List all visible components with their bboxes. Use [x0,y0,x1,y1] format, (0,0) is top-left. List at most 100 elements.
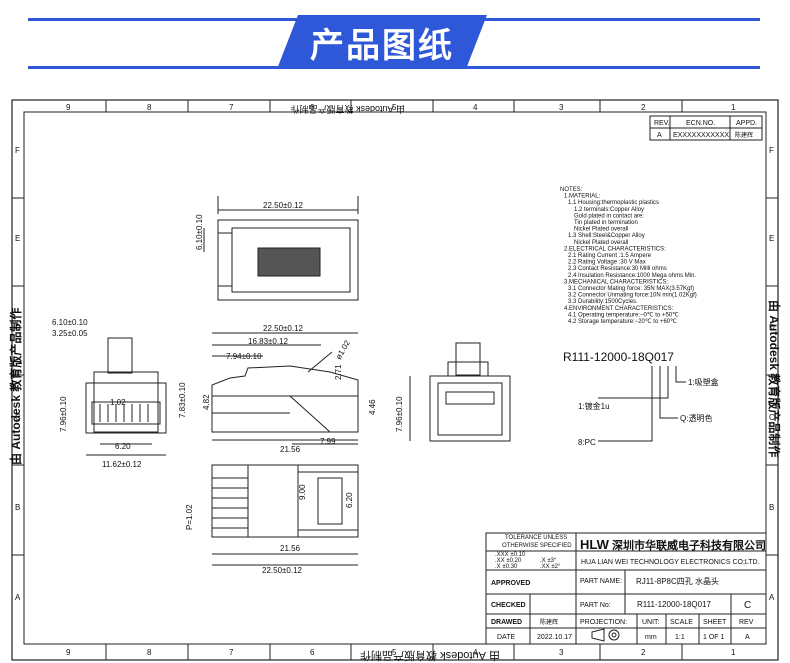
col-label-bottom: 6 [310,648,315,657]
dim-front-w1: 6.10±0.10 [52,318,88,327]
col-label-bottom: 3 [559,648,564,657]
side-view [211,332,359,445]
dim-bottom-900: 9.00 [298,484,307,500]
col-label-top: 9 [66,103,71,112]
company-name-cn: 深圳市华联威电子科技有限公司 [612,538,766,552]
col-label-top: 3 [559,103,564,112]
company-name-en: HUA LIAN WEI TECHNOLOGY ELECTRONICS CO;L… [581,559,760,566]
ecn-header: ECN.NO. [686,120,715,127]
part-code-legend-2: 1:镀金1u [578,401,610,411]
dim-bottom-pitch: P=1.02 [185,504,194,530]
col-label-top: 5 [392,103,397,112]
date-label: DATE [497,634,515,641]
unit-value: mm [645,634,657,641]
tolerance-angle-1: .X ±3° [540,558,557,564]
dim-side-dia: ø1.02 [334,338,352,361]
checked-label: CHECKED [491,602,526,609]
part-no-value: R111-12000-18Q017 [637,600,712,609]
projection-label: PROJECTION: [580,619,627,626]
top-view [203,196,359,301]
tolerance-angle-2: .XX ±2° [540,564,561,570]
row-label-left: C [15,413,21,422]
dim-side-799: 7.99 [320,437,336,446]
row-label-right: F [769,146,774,155]
right-watermark: 由 Autodesk 教育版产品制作 [767,300,782,457]
dim-front-height: 7.96±0.10 [59,396,68,432]
note-line: 1.1 Housing:thermoplastic plastics [568,200,659,206]
date-value: 2022.10.17 [537,634,572,641]
note-line: 2.3 Contact Resistance:30 Milli ohms [568,266,667,272]
scale-value: 1:1 [675,634,685,641]
part-name-label: PART NAME: [580,578,622,585]
appd-value: 陈建辉 [735,131,753,139]
banner-title: 产品图纸 [310,25,454,66]
note-line: 3.MECHANICAL CHARACTERISTICS: [564,279,668,285]
title-block [485,532,767,645]
note-line: 2.4 Insulation Resistance:1000 Mega ohms… [568,273,696,279]
col-label-bottom: 9 [66,648,71,657]
note-line: 1.3 Shell:Steel&Copper Alloy [568,233,645,239]
dim-side-794: 7.94±0.10 [226,352,262,361]
tolerance-title-2: OTHERWISE SPECIFIED [502,543,572,549]
note-line: 3.3 Durability:1500Cycles. [568,299,638,305]
part-code-legend-1: 1:吸塑盒 [688,377,719,387]
rev-header: REV. [654,120,670,127]
outer-frame [11,99,779,661]
row-label-right: D [769,323,775,332]
dim-side-271: 2.71 [334,364,343,380]
drawed-label: DRAWED [491,619,522,626]
col-label-top: 8 [147,103,152,112]
dim-front-pitch: 1.02 [110,398,126,407]
col-label-top: 4 [473,103,478,112]
row-label-right: E [769,234,774,243]
row-label-left: D [15,323,21,332]
part-code: R111-12000-18Q017 [563,350,674,364]
note-line: 2.1 Rating Current :1.5 Ampere [568,253,652,259]
dim-top-length: 22.50±0.12 [263,201,304,210]
top-watermark: 由 Autodesk 教育版产品制作 [290,104,405,115]
unit-label: UNIT: [642,619,660,626]
dim-side-446: 4.46 [368,399,377,415]
dim-bottom-2156: 21.56 [280,544,301,553]
rev-letter: C [744,600,751,611]
note-line: NOTES: [560,187,583,193]
note-line: Nickel Plated overall [574,240,628,246]
col-label-bottom: 4 [473,648,478,657]
note-line: 4.2 Storage temperature:−20℃ to +60℃ [568,319,677,325]
col-label-bottom: 2 [641,648,646,657]
row-label-left: E [15,234,20,243]
inner-frame [23,111,767,645]
row-label-right: C [769,413,775,422]
col-label-bottom: 7 [229,648,234,657]
dim-front-620: 6.20 [115,442,131,451]
dim-bottom-2250: 22.50±0.12 [262,566,303,575]
dim-front-total: 11.62±0.12 [102,460,142,469]
note-line: 1.MATERIAL: [564,194,601,200]
tolerance-row-2: .XX ±0.20 [495,558,522,564]
dim-side-2156: 21.56 [280,445,301,454]
sheet-value: 1 OF 1 [703,634,725,641]
note-line: Tin plated in termination [574,220,638,226]
dim-bottom-620: 6.20 [345,492,354,508]
col-label-bottom: 1 [731,648,736,657]
col-label-bottom: 5 [392,648,397,657]
tolerance-row-3: .X ±0.30 [495,564,518,570]
projection-symbol-icon [591,628,620,642]
rev-value-bottom: A [745,634,750,641]
part-code-legend-4: 8:PC [578,438,596,447]
ecn-value: EXXXXXXXXXXX [673,132,729,139]
scale-label: SCALE [670,619,693,626]
part-no-label: PART No: [580,602,611,609]
revision-block: REV. ECN.NO. APPD. A EXXXXXXXXXXX 陈建辉 [649,115,763,141]
dim-side-482: 4.82 [202,394,211,410]
note-line: 1.2 terminals:Copper Alloy [574,207,644,213]
tolerance-row-1: .XXX ±0.10 [495,552,526,558]
row-label-right: A [769,593,775,602]
rev-label: REV [739,619,754,626]
dim-end-height: 7.96±0.10 [395,396,404,432]
note-line: 4.1 Operating temperature:−0℃ to +50℃ [568,312,679,318]
row-label-right: B [769,503,774,512]
banner: 产品图纸 [277,15,487,69]
